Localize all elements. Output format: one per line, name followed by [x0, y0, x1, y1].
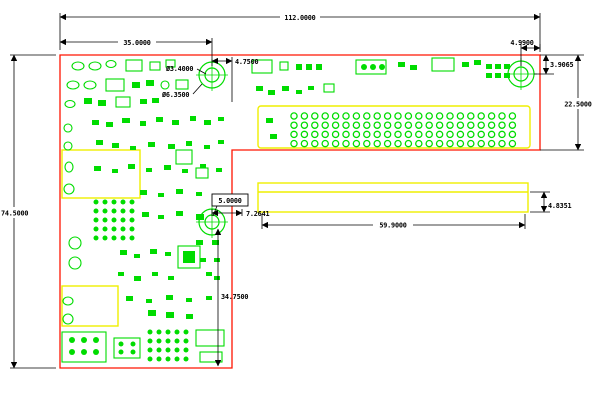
left-connector-courtyard-2: [61, 285, 119, 327]
left-connector-courtyard-1: [61, 149, 141, 199]
dim-hole-diameter: Ø3.4000: [165, 65, 207, 75]
dim-mid-hole-offset-x: 7.2641: [211, 209, 270, 218]
dim-connector-edge-offset: 4.8351: [530, 191, 572, 213]
dim-arm-height: 22.5000: [540, 54, 598, 151]
dim-label-mid-hole-ref: 5.0000: [218, 197, 241, 205]
bottom-edge-connector-body: [257, 182, 529, 213]
dim-left-section-width: 35.0000: [59, 36, 213, 66]
dim-label-connector-edge-offset: 4.8351: [548, 202, 571, 210]
dim-label-hole-to-edge: 4.7500: [235, 58, 258, 66]
dot-grids: [69, 64, 385, 362]
dim-label-hole-diameter: Ø3.4000: [165, 65, 193, 73]
dim-hole-keepout-diameter: Ø6.3500: [161, 83, 203, 99]
pin-grid: [290, 112, 517, 148]
dim-right-hole-offset-x: 4.9900: [510, 39, 541, 66]
dim-label-connector-width: 59.9000: [379, 222, 406, 230]
dim-label-hole-keepout-diameter: Ø6.3500: [161, 91, 189, 99]
smd-components: [84, 60, 510, 319]
dim-label-overall-height: 74.5000: [1, 210, 28, 218]
outline-components: [61, 57, 455, 363]
dim-right-hole-offset-y: 3.9065: [534, 54, 574, 75]
dim-label-mid-hole-offset-x: 7.2641: [246, 210, 269, 218]
dim-label-left-section-width: 35.0000: [123, 39, 150, 47]
dim-label-right-hole-offset-x: 4.9900: [510, 39, 533, 47]
dim-overall-height: 74.5000: [0, 54, 56, 369]
dim-label-right-hole-offset-y: 3.9065: [550, 61, 573, 69]
dim-mid-hole-ref: 5.0000: [211, 193, 249, 217]
dim-label-mid-hole-to-bottom: 34.7500: [221, 293, 248, 301]
connector-outlines: [61, 105, 531, 327]
top-pin-connector-body: [257, 105, 531, 149]
dim-mid-hole-to-bottom: 34.7500: [214, 228, 249, 367]
dim-label-overall-width: 112.0000: [284, 14, 315, 22]
dim-hole-to-edge: 4.7500: [211, 57, 259, 102]
dim-label-arm-height: 22.5000: [564, 101, 591, 109]
dim-connector-width: 59.9000: [261, 214, 526, 230]
